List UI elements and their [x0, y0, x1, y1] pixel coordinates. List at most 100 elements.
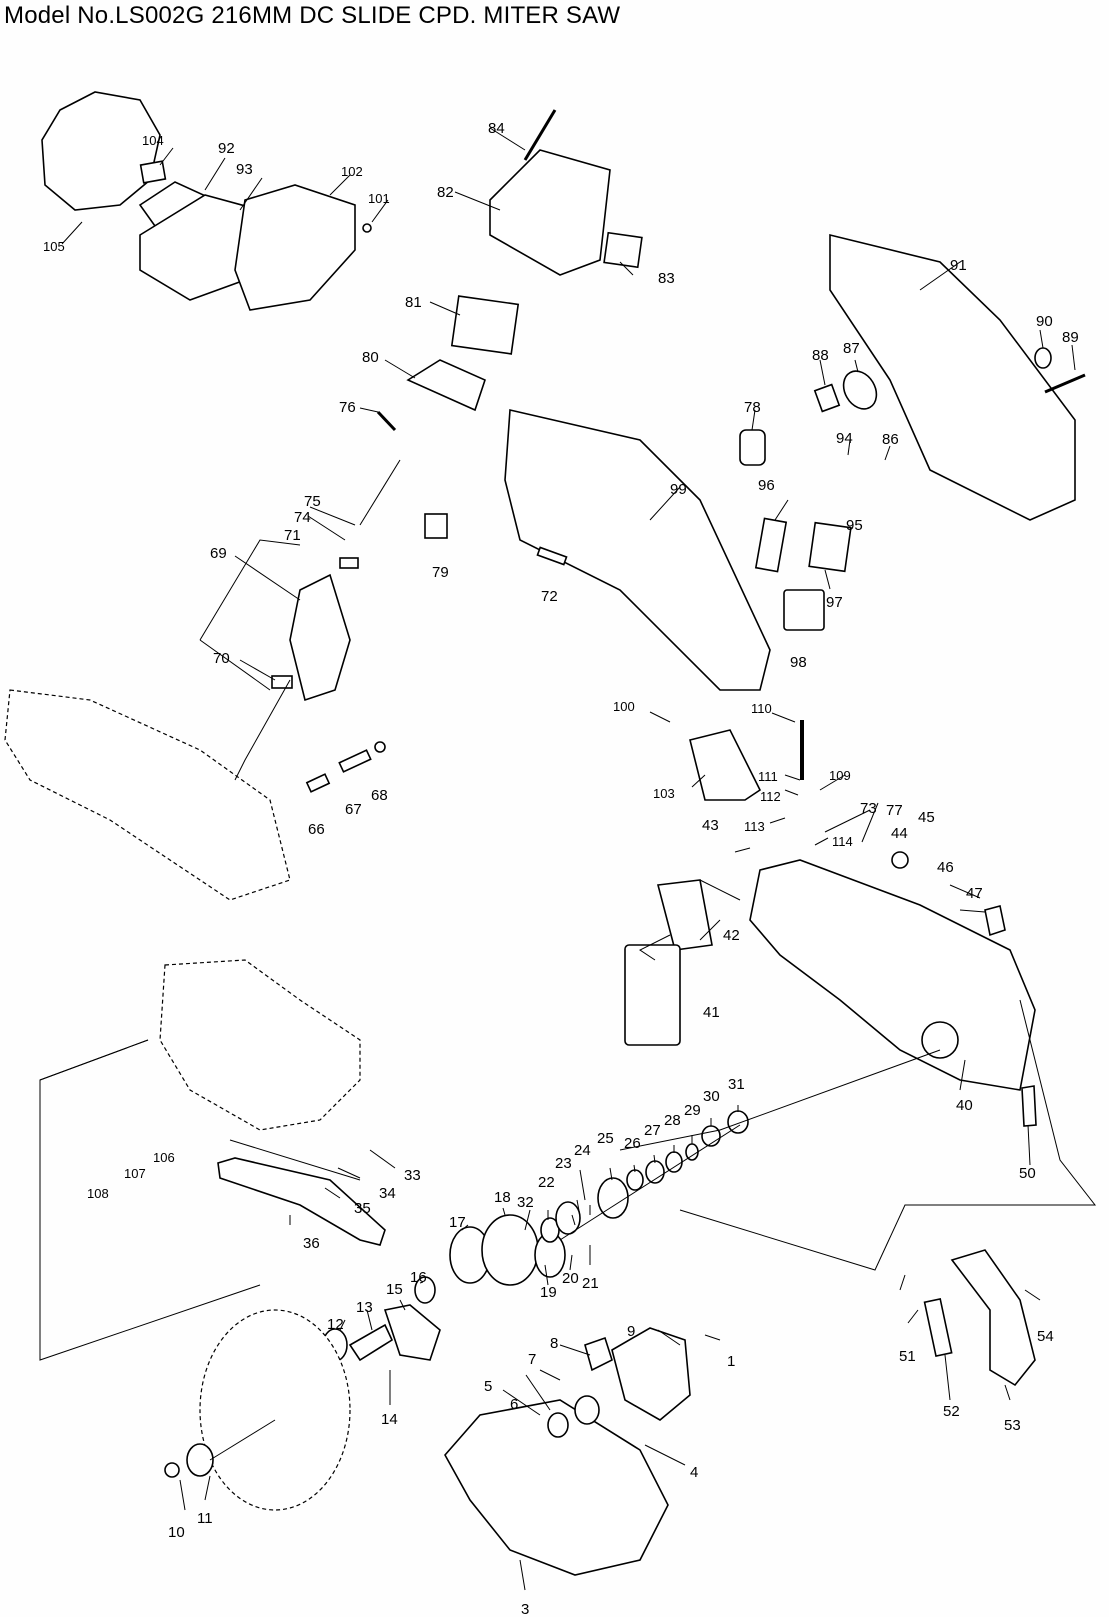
part-50-lock: [1021, 1085, 1037, 1127]
part-81-brush-holder: [450, 295, 520, 355]
part-label: 79: [432, 564, 449, 581]
part-40-gear-housing: [749, 859, 1036, 1091]
part-label: 96: [758, 477, 775, 494]
part-9-cover-plate: [611, 1327, 691, 1421]
part-label: 47: [966, 885, 983, 902]
part-label: 3: [521, 1601, 529, 1617]
saw-blade-reference: [199, 1309, 351, 1511]
part-label: 6: [510, 1396, 518, 1413]
part-label: 111: [758, 769, 778, 784]
part-label: 15: [386, 1281, 403, 1298]
part-label: 98: [790, 654, 807, 671]
part-52-plate: [923, 1297, 953, 1358]
part-label: 68: [371, 787, 388, 804]
part-label: 66: [308, 821, 325, 838]
part-96: [754, 517, 788, 573]
part-label: 113: [744, 819, 765, 834]
part-label: 84: [488, 120, 505, 137]
part-label: 82: [437, 184, 454, 201]
part-44-roller: [891, 851, 909, 869]
part-label: 76: [339, 399, 356, 416]
part-label: 75: [304, 493, 321, 510]
part-3-safety-guard: [444, 1399, 669, 1576]
part-11-flange: [186, 1443, 214, 1477]
part-label: 31: [728, 1076, 745, 1093]
part-87: [842, 370, 878, 410]
part-label: 45: [918, 809, 935, 826]
part-label: 103: [653, 786, 675, 801]
part-label: 105: [43, 239, 65, 254]
part-label: 14: [381, 1411, 398, 1428]
part-label: 74: [294, 509, 311, 526]
part-label: 41: [703, 1004, 720, 1021]
part-97: [808, 521, 852, 573]
part-label: 110: [751, 701, 772, 716]
part-8-bracket: [584, 1336, 613, 1372]
part-label: 17: [449, 1214, 466, 1231]
part-84-screw: [523, 109, 557, 161]
part-label: 52: [943, 1403, 960, 1420]
part-label: 71: [284, 527, 301, 544]
part-label: 81: [405, 294, 422, 311]
part-29-ring: [685, 1143, 699, 1161]
part-label: 107: [124, 1166, 146, 1181]
part-label: 72: [541, 588, 558, 605]
part-22-bearing: [540, 1217, 560, 1243]
part-label: 13: [356, 1299, 373, 1316]
part-label: 91: [950, 257, 967, 274]
part-79-switch: [424, 513, 448, 539]
part-label: 44: [891, 825, 908, 842]
part-36-link: [217, 1157, 386, 1246]
part-47-lever: [984, 905, 1006, 937]
part-label: 29: [684, 1102, 701, 1119]
part-label: 99: [670, 481, 687, 498]
part-label: 30: [703, 1088, 720, 1105]
part-label: 78: [744, 399, 761, 416]
part-label: 33: [404, 1167, 421, 1184]
part-label: 87: [843, 340, 860, 357]
part-80-plate: [406, 359, 486, 412]
part-label: 80: [362, 349, 379, 366]
part-shapes: [4, 91, 1086, 1576]
part-label: 7: [528, 1351, 536, 1368]
page-title: Model No.LS002G 216MM DC SLIDE CPD. MITE…: [4, 2, 621, 29]
part-16-bearing: [414, 1276, 436, 1304]
part-label: 40: [956, 1097, 973, 1114]
part-label: 101: [368, 191, 390, 206]
part-68-ring: [374, 741, 386, 753]
part-label: 97: [826, 594, 843, 611]
part-label: 73: [860, 800, 877, 817]
part-67-pin: [338, 749, 372, 773]
part-label: 25: [597, 1130, 614, 1147]
part-label: 5: [484, 1378, 492, 1395]
part-label: 102: [341, 164, 363, 179]
part-label: 95: [846, 517, 863, 534]
part-label: 11: [197, 1510, 213, 1527]
part-label: 16: [410, 1269, 427, 1286]
part-label: 27: [644, 1122, 661, 1139]
part-label: 34: [379, 1185, 396, 1202]
part-label: 20: [562, 1270, 579, 1287]
part-label: 51: [899, 1348, 916, 1365]
part-label: 22: [538, 1174, 555, 1191]
part-label: 36: [303, 1235, 320, 1252]
part-label: 18: [494, 1189, 511, 1206]
part-label: 83: [658, 270, 675, 287]
part-82-cover: [489, 149, 611, 276]
part-label: 35: [354, 1200, 371, 1217]
part-label: 70: [213, 650, 230, 667]
part-76-screw: [376, 410, 397, 432]
part-66-spring: [305, 773, 331, 793]
part-25-gear: [597, 1177, 629, 1219]
motor-assembly-reference: [159, 959, 361, 1131]
part-104-pad: [139, 160, 167, 184]
part-26-washer: [626, 1169, 644, 1191]
part-label: 109: [829, 768, 851, 783]
part-label: 108: [87, 1186, 109, 1201]
part-10-bolt: [164, 1462, 180, 1478]
part-label: 26: [624, 1135, 641, 1152]
leader-lines: [39, 127, 1097, 1591]
part-label: 24: [574, 1142, 591, 1159]
part-label: 19: [540, 1284, 557, 1301]
